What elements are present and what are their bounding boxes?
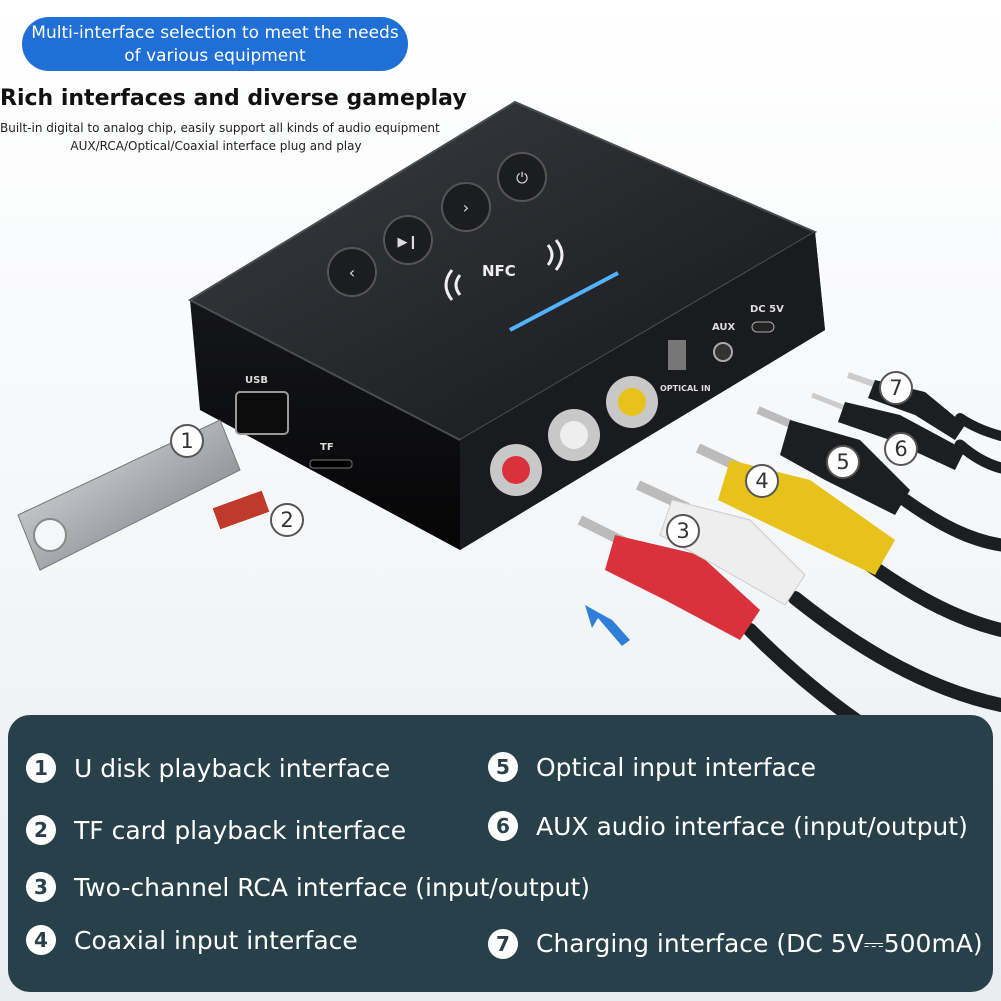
legend-number: 7 [488, 929, 518, 959]
status-light [509, 271, 619, 332]
subline: Built-in digital to analog chip, easily … [0, 119, 440, 155]
legend-text: Coaxial input interface [74, 925, 358, 955]
legend-number: 1 [26, 753, 56, 783]
legend-item-5: 5 Optical input interface [488, 752, 816, 782]
legend-item-3: 3 Two-channel RCA interface (input/outpu… [26, 872, 590, 902]
bluetooth-receiver-device: ‹ ▶❙ › ⏻ [187, 100, 825, 550]
tf-label: TF [320, 442, 334, 453]
next-button-icon [441, 182, 491, 232]
rca-plug-red [577, 515, 760, 640]
callout-6: 6 [884, 432, 918, 466]
legend-text: Optical input interface [536, 752, 817, 782]
headline: Rich interfaces and diverse gameplay [0, 86, 467, 111]
callout-1: 1 [170, 424, 204, 458]
callout-5: 5 [826, 445, 860, 479]
optical-port-icon [668, 340, 686, 370]
callout-7: 7 [879, 371, 913, 405]
feature-banner: Multi-interface selection to meet the ne… [22, 17, 408, 71]
callout-4: 4 [745, 464, 779, 498]
legend-number: 3 [26, 872, 56, 902]
usb-flash-drive [17, 419, 241, 571]
play-pause-button-icon [383, 215, 433, 265]
legend-item-4: 4 Coaxial input interface [26, 925, 358, 955]
dc-label: DC 5V [750, 304, 784, 315]
usb-label: USB [245, 375, 268, 386]
legend-number: 5 [488, 752, 518, 782]
insert-arrow-icon [585, 605, 630, 646]
legend-item-6: 6 AUX audio interface (input/output) [488, 811, 968, 841]
banner-line-2: of various equipment [124, 46, 306, 66]
aux-label: AUX [712, 322, 736, 333]
legend-number: 2 [26, 815, 56, 845]
tf-card [211, 489, 271, 531]
callout-2: 2 [270, 503, 304, 537]
legend-item-7: 7 Charging interface (DC 5V⎓500mA) [488, 929, 983, 959]
legend-item-1: 1 U disk playback interface [26, 753, 390, 783]
prev-button-icon [327, 247, 377, 297]
subline-line-1: Built-in digital to analog chip, easily … [0, 121, 440, 135]
svg-text:›: › [463, 198, 469, 217]
tf-slot-icon [309, 459, 353, 469]
cables [743, 413, 1001, 715]
svg-text:▶❙: ▶❙ [398, 235, 419, 250]
legend-item-2: 2 TF card playback interface [26, 815, 406, 845]
legend-number: 4 [26, 925, 56, 955]
legend-text: Charging interface (DC 5V⎓500mA) [536, 929, 983, 958]
optical-label: OPTICAL IN [660, 384, 711, 393]
product-illustration: ‹ ▶❙ › ⏻ [17, 100, 1001, 715]
usb-port-icon [235, 391, 289, 435]
nfc-logo [444, 239, 564, 301]
legend-panel: 1 U disk playback interface 2 TF card pl… [8, 715, 993, 992]
legend-number: 6 [488, 811, 518, 841]
subline-line-2: AUX/RCA/Optical/Coaxial interface plug a… [70, 139, 362, 153]
legend-text: Two-channel RCA interface (input/output) [74, 872, 591, 902]
dc-port-icon [751, 321, 775, 333]
legend-text: TF card playback interface [74, 815, 407, 845]
power-button-icon [497, 152, 547, 202]
nfc-label: NFC [482, 262, 516, 280]
svg-text:‹: ‹ [349, 263, 355, 282]
legend-text: U disk playback interface [74, 753, 391, 783]
banner-line-1: Multi-interface selection to meet the ne… [31, 23, 399, 43]
legend-text: AUX audio interface (input/output) [536, 811, 968, 841]
aux-port-icon [713, 342, 733, 362]
callout-3: 3 [666, 514, 700, 548]
svg-text:⏻: ⏻ [516, 169, 528, 187]
